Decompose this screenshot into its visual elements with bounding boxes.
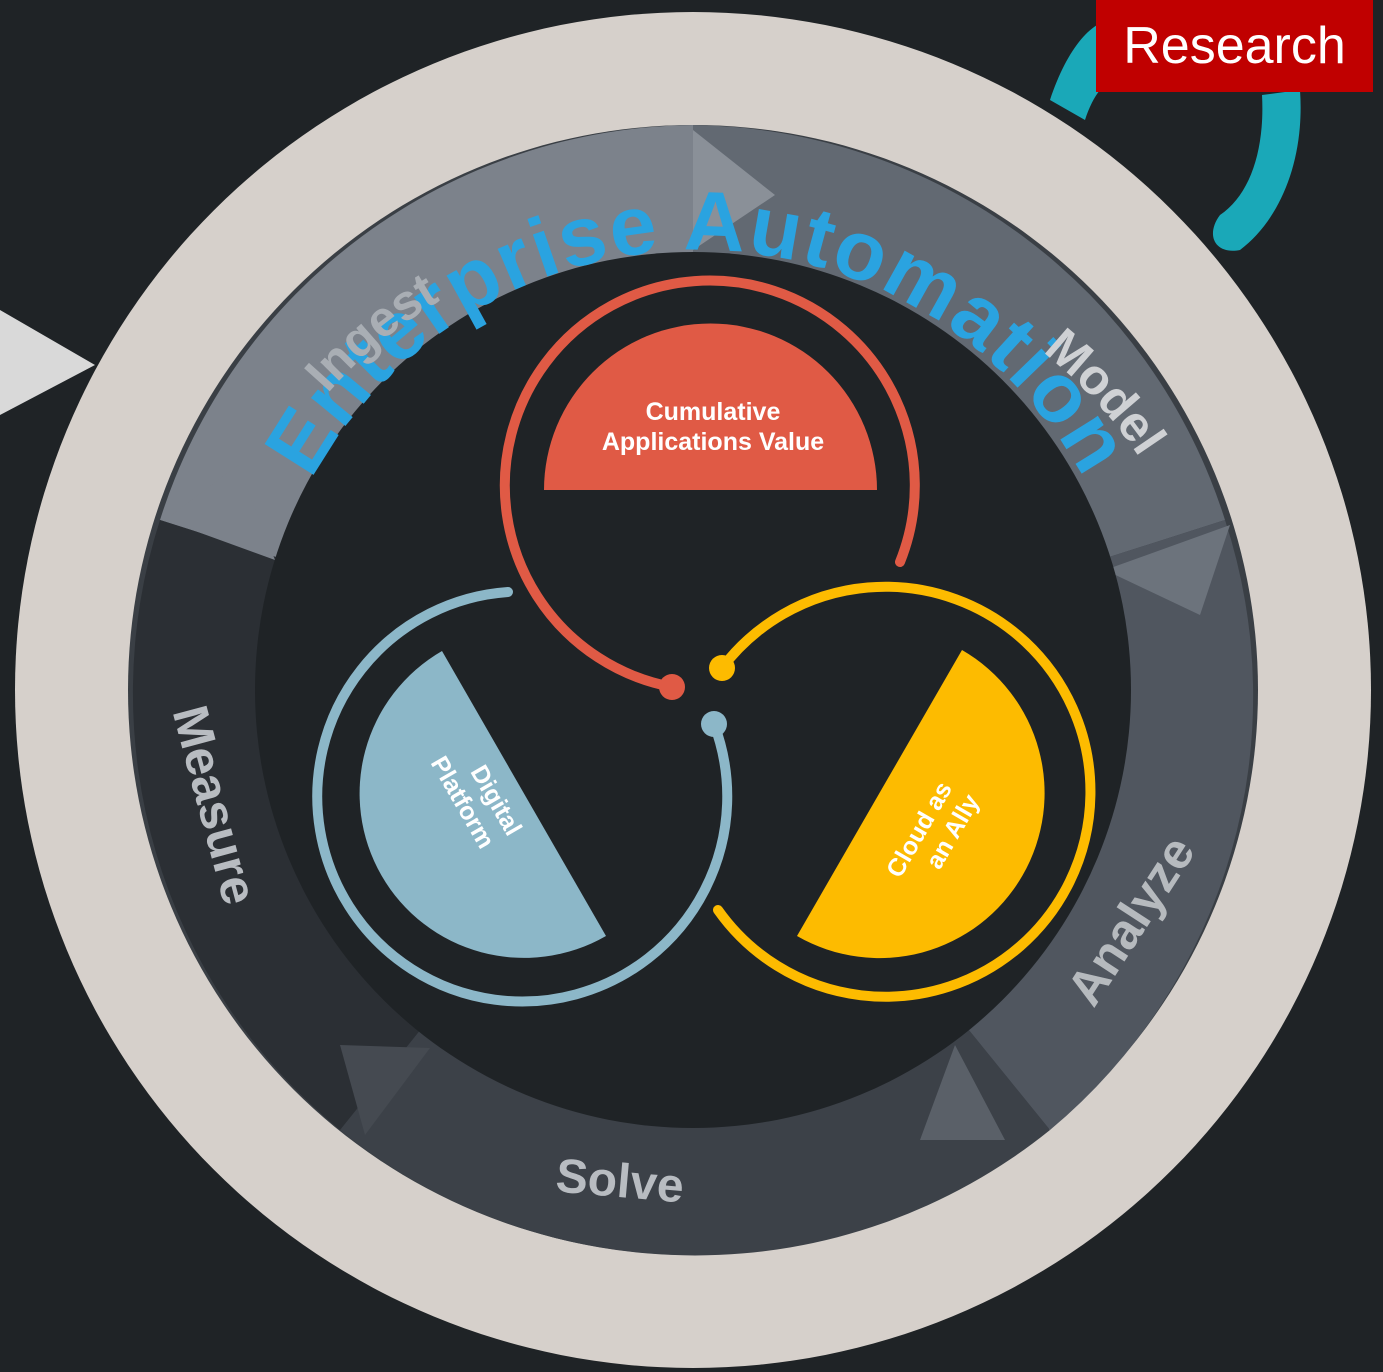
chevron-arrow bbox=[1105, 525, 1230, 615]
red-loop-arc bbox=[499, 275, 920, 692]
chevron-arrow bbox=[165, 465, 275, 560]
pillar-right-group: Cloud as an Ally bbox=[709, 581, 1096, 1002]
blue-loop-dot bbox=[701, 711, 727, 737]
pillar-top-line2: Applications Value bbox=[602, 428, 824, 456]
pointer-triangle bbox=[0, 310, 95, 415]
yellow-loop-dot bbox=[709, 655, 735, 681]
pillar-top-group: Cumulative Applications Value bbox=[499, 275, 920, 700]
pillar-left-shape bbox=[359, 651, 606, 958]
yellow-loop-arc bbox=[713, 581, 1096, 1002]
chevron-arrow bbox=[920, 1045, 1005, 1140]
pillar-top-shape bbox=[544, 323, 877, 490]
pillar-right-shape bbox=[797, 650, 1045, 959]
chevron-arrow bbox=[340, 1045, 430, 1135]
pillar-top-line1: Cumulative bbox=[646, 398, 781, 426]
research-badge: Research bbox=[1096, 0, 1373, 92]
stage-label-solve: Solve bbox=[554, 1150, 686, 1214]
pillar-left-group: Digital Platform bbox=[312, 587, 733, 1007]
blue-loop-arc bbox=[312, 587, 733, 1007]
chevron-arrow bbox=[693, 130, 775, 250]
red-loop-dot bbox=[659, 674, 685, 700]
